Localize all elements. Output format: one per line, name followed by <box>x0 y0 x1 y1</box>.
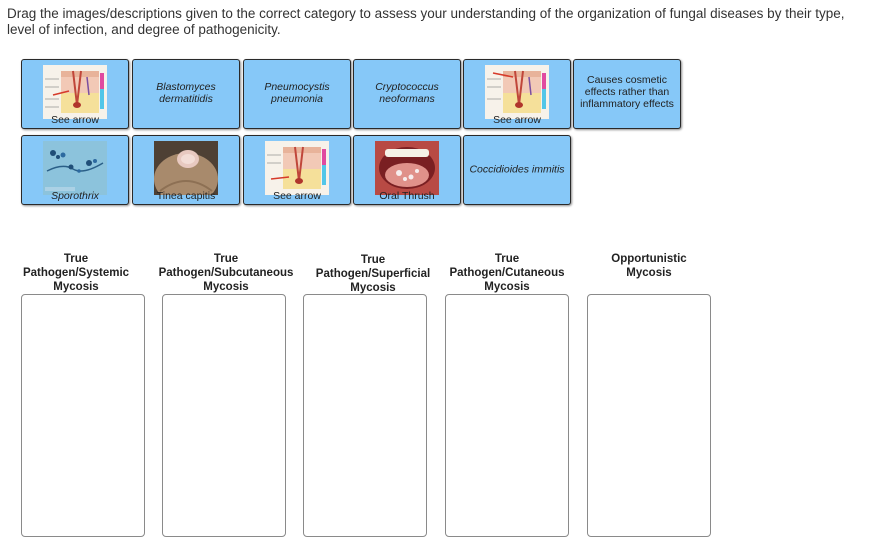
card-blastomyces[interactable]: Blastomyces dermatitidis <box>132 59 240 129</box>
card-caption: Sporothrix <box>51 190 99 202</box>
drop-zone-systemic[interactable] <box>21 294 145 537</box>
skin-cross-section-image <box>485 65 549 119</box>
card-text: Coccidioides immitis <box>469 163 565 176</box>
card-caption: Oral Thrush <box>379 190 435 202</box>
drop-zone-opportunistic[interactable] <box>587 294 711 537</box>
microscopy-image <box>43 141 107 195</box>
card-text: Pneumocystis pneumonia <box>264 80 330 105</box>
card-pneumocystis[interactable]: Pneumocystis pneumonia <box>243 59 351 129</box>
card-text: Cryptococcus neoformans <box>375 80 439 105</box>
card-see-arrow-2[interactable]: See arrow <box>463 59 571 129</box>
card-oral-thrush[interactable]: Oral Thrush <box>353 135 461 205</box>
skin-cross-section-image <box>43 65 107 119</box>
drop-zone-subcutaneous[interactable] <box>162 294 286 537</box>
card-text: Blastomyces dermatitidis <box>156 80 216 105</box>
instructions-text: Drag the images/descriptions given to th… <box>7 6 845 37</box>
card-cryptococcus[interactable]: Cryptococcus neoformans <box>353 59 461 129</box>
card-caption: Tinea capitis <box>156 190 216 202</box>
drop-zone-cutaneous[interactable] <box>445 294 569 537</box>
card-caption: See arrow <box>493 114 541 126</box>
card-text: Causes cosmetic effects rather than infl… <box>580 74 674 111</box>
scalp-image <box>154 141 218 195</box>
card-caption: See arrow <box>273 190 321 202</box>
card-caption: See arrow <box>51 114 99 126</box>
card-sporothrix[interactable]: Sporothrix <box>21 135 129 205</box>
card-cosmetic[interactable]: Causes cosmetic effects rather than infl… <box>573 59 681 129</box>
card-see-arrow-3[interactable]: See arrow <box>243 135 351 205</box>
skin-cross-section-image <box>265 141 329 195</box>
mouth-image <box>375 141 439 195</box>
card-coccidioides[interactable]: Coccidioides immitis <box>463 135 571 205</box>
card-tinea-capitis[interactable]: Tinea capitis <box>132 135 240 205</box>
card-see-arrow-1[interactable]: See arrow <box>21 59 129 129</box>
drop-zone-superficial[interactable] <box>303 294 427 537</box>
